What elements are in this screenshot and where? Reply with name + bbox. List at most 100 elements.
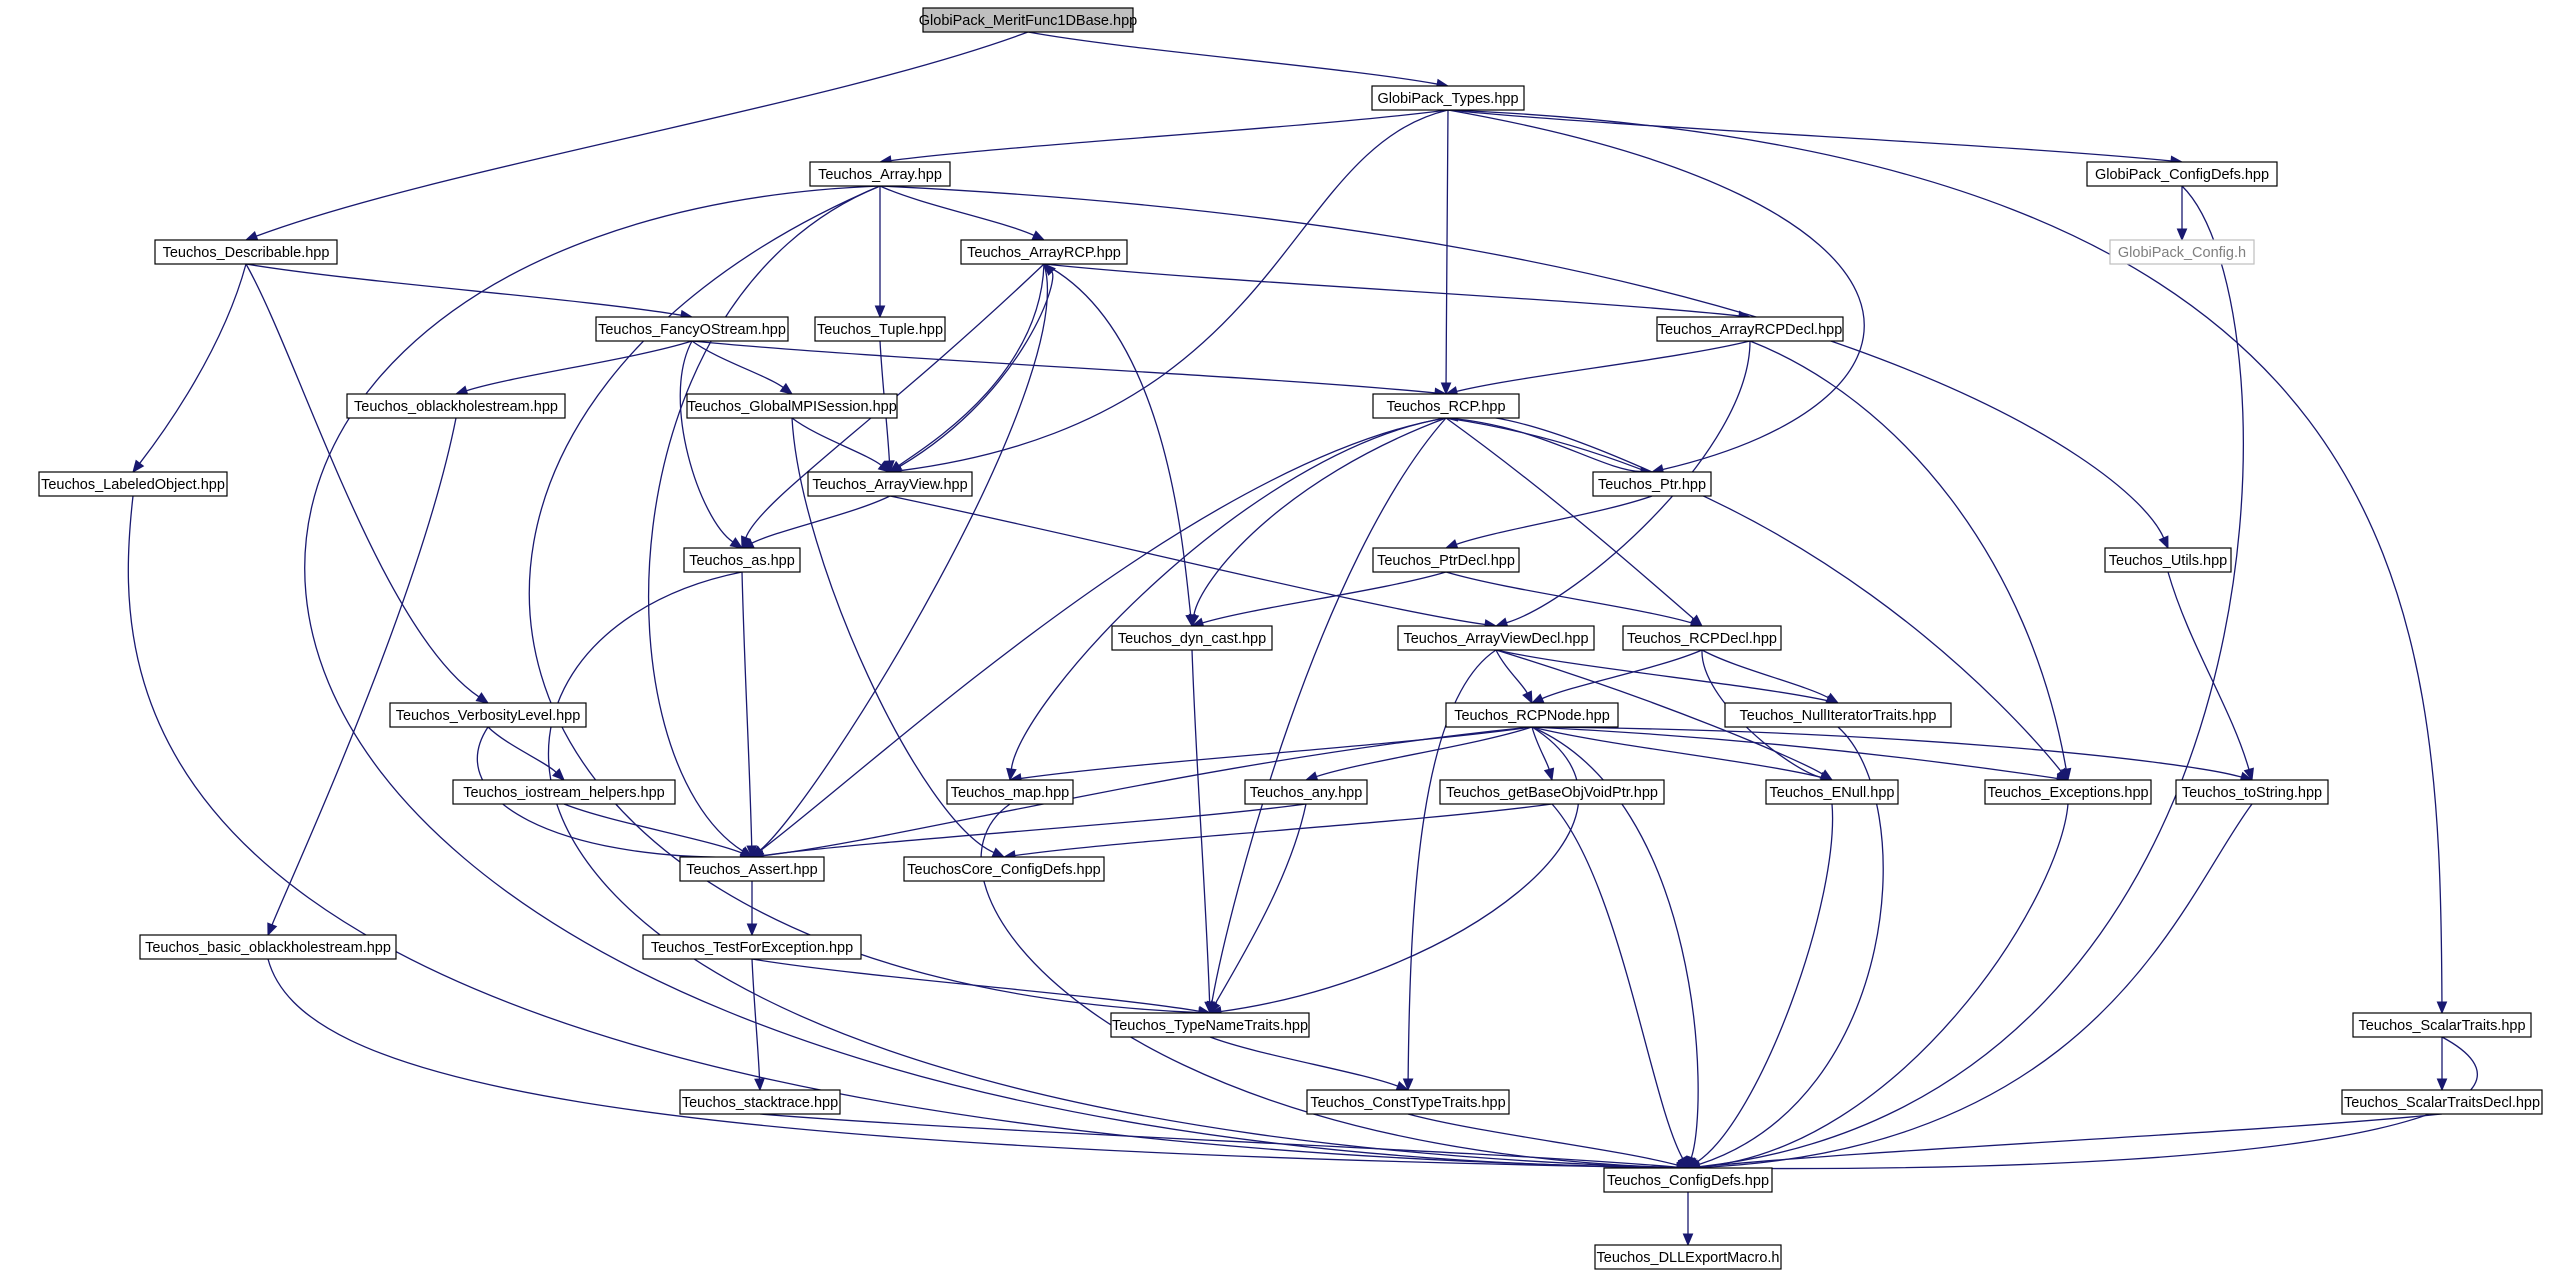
edge-line [1447,109,2172,162]
node-globipack-meritfunc1dbase[interactable]: GlobiPack_MeritFunc1DBase.hpp [919,7,1137,33]
node-teuchos-tostring[interactable]: Teuchos_toString.hpp [2175,779,2329,805]
edge-line [751,958,1200,1012]
node-label: GlobiPack_MeritFunc1DBase.hpp [919,13,1137,29]
edge-line [528,185,1200,1014]
node-label: Teuchos_VerbosityLevel.hpp [396,708,581,724]
edge-teuchos-describable-to-teuchos-verbositylevel [245,263,490,704]
edge-line [547,571,1678,1169]
edge-teuchos-array-to-teuchos-assert [647,185,881,858]
edge-teuchos-rcpnode-to-teuchos-getbaseobjvoidptr [1531,726,1555,782]
edge-line [1541,649,1703,700]
arrowhead-icon [267,922,278,937]
arrowhead-icon [1522,690,1533,705]
edge-teuchos-oblackholestream-to-teuchos-basic-oblackholestream [267,417,457,937]
arrowhead-icon [1209,1000,1221,1015]
node-teuchos-dyncast[interactable]: Teuchos_dyn_cast.hpp [1111,625,1273,651]
node-teuchoscore-configdefs[interactable]: TeuchosCore_ConfigDefs.hpp [903,856,1105,882]
node-teuchos-nulliteratortraits[interactable]: Teuchos_NullIteratorTraits.hpp [1724,702,1952,728]
edge-line [476,726,742,858]
node-teuchos-exceptions[interactable]: Teuchos_Exceptions.hpp [1984,779,2152,805]
node-box [814,316,946,342]
arrowhead-icon [1543,767,1555,782]
arrowhead-icon [2243,767,2254,782]
node-teuchos-rcp[interactable]: Teuchos_RCP.hpp [1372,393,1520,419]
node-teuchos-rcpdecl[interactable]: Teuchos_RCPDecl.hpp [1622,625,1782,651]
arrowhead-icon [132,459,145,474]
arrowhead-icon [877,460,892,473]
node-teuchos-arrayrcpdecl[interactable]: Teuchos_ArrayRCPDecl.hpp [1656,316,1844,342]
node-box [1371,85,1525,111]
node-teuchos-rcpnode[interactable]: Teuchos_RCPNode.hpp [1445,702,1619,728]
node-teuchos-as[interactable]: Teuchos_as.hpp [683,547,801,573]
node-box [1244,779,1368,805]
edge-line [487,726,557,773]
edge-teuchos-ptr-to-teuchos-ptrdecl [1444,495,1653,550]
arrowhead-icon [754,1078,765,1092]
node-teuchos-ptr[interactable]: Teuchos_Ptr.hpp [1592,471,1712,497]
node-teuchos-basic-oblackholestream[interactable]: Teuchos_basic_oblackholestream.hpp [139,934,397,960]
node-teuchos-labeledobject[interactable]: Teuchos_LabeledObject.hpp [38,471,228,497]
edge-line [691,340,1436,394]
node-teuchos-enull[interactable]: Teuchos_ENull.hpp [1765,779,1899,805]
node-globipack-configdefs[interactable]: GlobiPack_ConfigDefs.hpp [2086,161,2278,187]
edge-teuchos-dyncast-to-teuchos-typenametraits [1191,649,1215,1015]
node-globipack-config[interactable]: GlobiPack_Config.h [2109,239,2255,265]
node-teuchos-utils[interactable]: Teuchos_Utils.hpp [2104,547,2232,573]
node-teuchos-dllexportmacro[interactable]: Teuchos_DLLExportMacro.h [1594,1244,1782,1270]
node-teuchos-globalmpisession[interactable]: Teuchos_GlobalMPISession.hpp [686,393,898,419]
edge-line [889,271,1054,473]
edge-globipack-configdefs-to-globipack-config [2176,185,2188,242]
node-teuchos-stacktrace[interactable]: Teuchos_stacktrace.hpp [679,1089,841,1115]
node-teuchos-describable[interactable]: Teuchos_Describable.hpp [154,239,338,265]
node-teuchos-arrayrcp[interactable]: Teuchos_ArrayRCP.hpp [960,239,1128,265]
edge-line [1020,726,1533,780]
arrowhead-icon [2436,1078,2448,1092]
edge-line [760,417,1447,851]
edge-line [1495,649,1528,694]
edge-line [1445,417,2062,772]
node-teuchos-oblackholestream[interactable]: Teuchos_oblackholestream.hpp [346,393,566,419]
node-teuchos-assert[interactable]: Teuchos_Assert.hpp [679,856,825,882]
edge-teuchos-utils-to-teuchos-tostring [2167,571,2254,782]
node-teuchos-testforexception[interactable]: Teuchos_TestForException.hpp [642,934,862,960]
node-label: Teuchos_Assert.hpp [686,862,817,878]
edge-line [1531,726,1822,778]
node-teuchos-array[interactable]: Teuchos_Array.hpp [809,161,951,187]
node-teuchos-map[interactable]: Teuchos_map.hpp [946,779,1074,805]
edge-line [1698,726,1884,1166]
node-box [2086,161,2278,187]
node-teuchos-typenametraits[interactable]: Teuchos_TypeNameTraits.hpp [1110,1012,1310,1038]
node-teuchos-fancyostream[interactable]: Teuchos_FancyOStream.hpp [595,316,789,342]
node-teuchos-ptrdecl[interactable]: Teuchos_PtrDecl.hpp [1372,547,1520,573]
arrowhead-icon [475,692,490,704]
node-teuchos-getbaseobjvoidptr[interactable]: Teuchos_getBaseObjVoidPtr.hpp [1439,779,1665,805]
node-teuchos-arrayviewdecl[interactable]: Teuchos_ArrayViewDecl.hpp [1397,625,1595,651]
node-teuchos-configdefs[interactable]: Teuchos_ConfigDefs.hpp [1603,1167,1773,1193]
node-teuchos-any[interactable]: Teuchos_any.hpp [1244,779,1368,805]
node-label: Teuchos_ArrayViewDecl.hpp [1403,631,1588,647]
node-box [922,7,1134,33]
node-box [1111,625,1273,651]
node-label: Teuchos_ArrayRCP.hpp [967,245,1121,261]
edge-teuchos-array-to-teuchos-tuple [874,186,886,319]
edge-teuchos-arrayview-to-teuchos-arrayrcp [889,263,1056,473]
edge-line [1027,31,1438,85]
node-teuchos-iostream-helpers[interactable]: Teuchos_iostream_helpers.hpp [452,779,676,805]
edge-teuchos-ptrdecl-to-teuchos-dyncast [1190,571,1447,628]
node-teuchos-consttypetraits[interactable]: Teuchos_ConstTypeTraits.hpp [1306,1089,1510,1115]
node-teuchos-verbositylevel[interactable]: Teuchos_VerbosityLevel.hpp [389,702,587,728]
node-label: Teuchos_getBaseObjVoidPtr.hpp [1446,785,1658,801]
node-teuchos-arrayview[interactable]: Teuchos_ArrayView.hpp [807,471,973,497]
node-label: Teuchos_ArrayView.hpp [812,477,967,493]
edge-teuchos-stacktrace-to-teuchos-configdefs [759,1113,1690,1173]
node-globipack-types[interactable]: GlobiPack_Types.hpp [1371,85,1525,111]
edge-line [127,495,1678,1169]
edge-line [466,340,693,392]
edge-line [879,185,2165,539]
node-teuchos-scalartraitsdecl[interactable]: Teuchos_ScalarTraitsDecl.hpp [2341,1089,2543,1115]
node-teuchos-scalartraits[interactable]: Teuchos_ScalarTraits.hpp [2352,1012,2532,1038]
node-label: Teuchos_map.hpp [951,785,1070,801]
node-teuchos-tuple[interactable]: Teuchos_Tuple.hpp [814,316,946,342]
node-label: Teuchos_GlobalMPISession.hpp [687,399,897,415]
node-box [679,856,825,882]
